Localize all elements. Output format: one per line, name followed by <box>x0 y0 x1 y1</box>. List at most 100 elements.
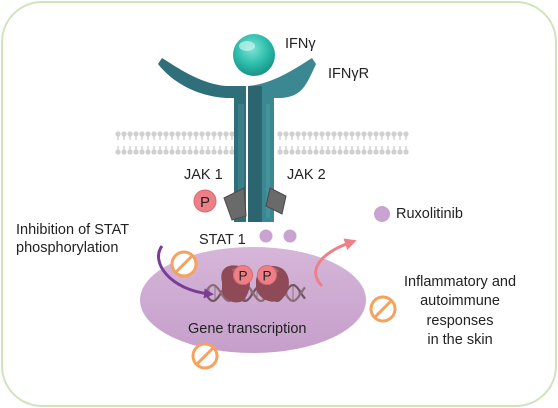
phosphate-stat-right-label: P <box>262 269 271 284</box>
phosphate-stat-left <box>233 265 253 285</box>
lipid-head <box>403 149 409 155</box>
response-curved-arrow <box>314 238 357 288</box>
lipid-head <box>229 131 235 137</box>
no-symbol-icon <box>369 295 397 323</box>
lipid-head <box>175 149 181 155</box>
lipid-head <box>127 149 133 155</box>
lipid-head <box>403 131 409 137</box>
stat1-dot-right <box>283 229 297 243</box>
lipid-head <box>211 131 217 137</box>
lipid-head <box>313 149 319 155</box>
lipid-head <box>283 131 289 137</box>
lipid-head <box>139 149 145 155</box>
stat1-label: STAT 1 <box>199 232 246 248</box>
dna-strand <box>204 283 306 303</box>
lipid-head <box>151 131 157 137</box>
lipid-head <box>331 131 337 137</box>
lipid-head <box>307 131 313 137</box>
lipid-head <box>169 149 175 155</box>
lipid-head <box>343 149 349 155</box>
no-symbol-icon <box>191 342 219 370</box>
lipid-head <box>391 131 397 137</box>
lipid-head <box>187 131 193 137</box>
lipid-head <box>175 131 181 137</box>
outcome-label-line3: responses <box>426 313 494 329</box>
lipid-head <box>223 149 229 155</box>
stat1-dot-left <box>259 229 273 243</box>
lipid-head <box>283 149 289 155</box>
lipid-head <box>385 131 391 137</box>
phosphate-stat-right <box>257 265 277 285</box>
ligand-highlight <box>239 41 255 51</box>
ruxolitinib-label: Ruxolitinib <box>396 206 463 222</box>
lipid-head <box>391 149 397 155</box>
phosphate-jak1 <box>193 189 217 213</box>
lipid-head <box>115 149 121 155</box>
lipid-head <box>289 149 295 155</box>
lipid-head <box>349 131 355 137</box>
lipid-head <box>337 149 343 155</box>
lipid-head <box>319 149 325 155</box>
lipid-head <box>325 149 331 155</box>
lipid-head <box>211 149 217 155</box>
ifn-gamma-receptor-label: IFNγR <box>328 66 370 82</box>
lipid-head <box>181 131 187 137</box>
inhibition-curved-arrow <box>157 245 214 299</box>
lipid-head <box>205 131 211 137</box>
lipid-head <box>301 149 307 155</box>
lipid-head <box>115 131 121 137</box>
ifn-gamma-label: IFNγ <box>285 36 316 52</box>
lipid-head <box>379 149 385 155</box>
lipid-head <box>145 149 151 155</box>
lipid-head <box>295 131 301 137</box>
lipid-head <box>373 131 379 137</box>
lipid-head <box>277 131 283 137</box>
lipid-head <box>181 149 187 155</box>
lipid-head <box>127 131 133 137</box>
lipid-head <box>151 149 157 155</box>
lipid-head <box>307 149 313 155</box>
lipid-head <box>367 131 373 137</box>
lipid-head <box>193 149 199 155</box>
dna-strand <box>204 283 306 303</box>
lipid-head <box>325 131 331 137</box>
jak1-kinase <box>223 187 247 221</box>
lipid-head <box>361 149 367 155</box>
lipid-head <box>379 131 385 137</box>
lipid-head <box>163 131 169 137</box>
lipid-head <box>157 131 163 137</box>
lipid-head <box>199 149 205 155</box>
inhibition-label-line1: Inhibition of STAT <box>16 222 130 238</box>
lipid-head <box>343 131 349 137</box>
lipid-head <box>223 131 229 137</box>
lipid-head <box>337 131 343 137</box>
lipid-head <box>145 131 151 137</box>
outcome-label-line2: autoimmune <box>420 293 500 309</box>
lipid-head <box>133 149 139 155</box>
lipid-head <box>319 131 325 137</box>
lipid-head <box>397 131 403 137</box>
lipid-head <box>373 149 379 155</box>
lipid-head <box>187 149 193 155</box>
no-symbol-icon <box>170 250 198 278</box>
jak2-kinase <box>265 187 287 215</box>
lipid-head <box>133 131 139 137</box>
lipid-head <box>367 149 373 155</box>
lipid-head <box>121 131 127 137</box>
lipid-head <box>217 149 223 155</box>
cell-membrane <box>115 131 409 155</box>
lipid-head <box>289 131 295 137</box>
lipid-head <box>229 149 235 155</box>
phosphate-stat-left-label: P <box>238 269 247 284</box>
lipid-head <box>199 131 205 137</box>
lipid-head <box>121 149 127 155</box>
nucleus-label: Gene transcription <box>188 321 307 337</box>
lipid-head <box>301 131 307 137</box>
outcome-label-line1: Inflammatory and <box>403 274 517 290</box>
lipid-head <box>193 131 199 137</box>
lipid-head <box>349 149 355 155</box>
lipid-head <box>355 149 361 155</box>
lipid-head <box>139 131 145 137</box>
inhibition-label-line2: phosphorylation <box>16 240 119 256</box>
